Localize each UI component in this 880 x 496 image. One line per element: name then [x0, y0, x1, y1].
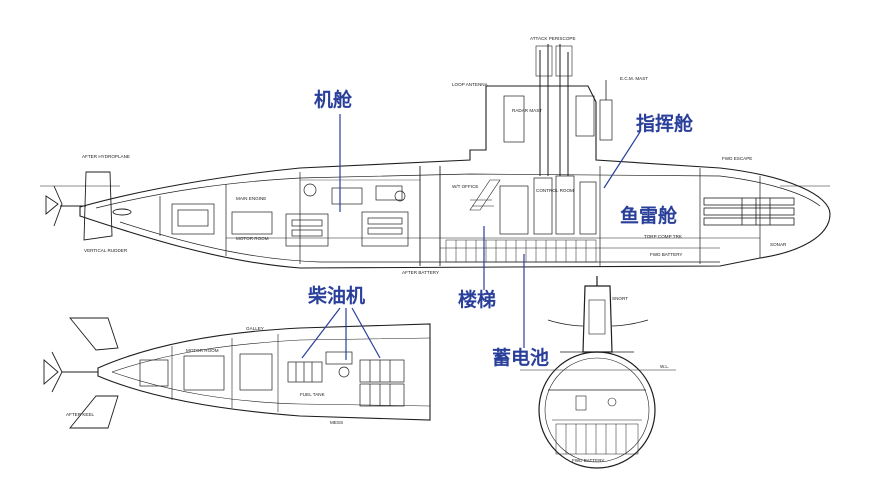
side-view-small-text: LOOP ANTENNA ATTACK PERISCOPE RADAR MAST… — [82, 36, 787, 275]
diesel-engines-plan — [287, 351, 405, 407]
aft-hydroplane-text: AFTER HYDROPLANE — [82, 154, 130, 159]
section-sail — [582, 285, 613, 353]
section-pressure-hull — [538, 351, 656, 469]
section-snort-text: SNORT — [612, 296, 628, 301]
label-battery: 蓄电池 — [492, 346, 549, 369]
control-room-side — [469, 44, 613, 235]
cross-section — [520, 276, 676, 469]
control-room-text: CONTROL ROOM — [536, 188, 574, 193]
plan-view-small-text: AFTER KEEL MOTOR ROOM FUEL TANK GALLEY M… — [66, 326, 343, 425]
loop-antenna-text: LOOP ANTENNA — [452, 82, 489, 87]
keel-line — [119, 221, 720, 263]
main-engine-text: MAIN ENGINE — [236, 196, 266, 201]
annotations: 机舱 指挥舱 鱼雷舱 柴油机 楼梯 蓄电池 — [301, 88, 694, 369]
radar-mast-text: RADAR MAST — [512, 108, 542, 113]
label-command-room: 指挥舱 — [636, 112, 694, 135]
after-battery-text: AFTER BATTERY — [402, 270, 439, 275]
wt-office-text: W/T OFFICE — [452, 184, 478, 189]
vertical-rudder-text: VERTICAL RUDDER — [84, 248, 128, 253]
section-wl-text: W.L. — [660, 364, 669, 369]
ecm-mast-text: E.C.M. MAST — [620, 76, 648, 81]
deck-line — [95, 173, 821, 209]
hull-outline — [79, 85, 831, 269]
fwd-escape-text: FWD ESCAPE — [722, 156, 752, 161]
motor-room-side — [171, 203, 273, 235]
plan-hull-outline — [97, 323, 431, 421]
plan-view — [43, 317, 431, 429]
motor-room-text: MOTOR ROOM — [236, 236, 269, 241]
label-ladder: 楼梯 — [458, 288, 496, 311]
label-engine-room: 机舱 — [314, 88, 353, 111]
plan-mess-text: MESS — [330, 420, 343, 425]
stern-assembly — [45, 171, 132, 241]
diesel-engines-side — [285, 183, 409, 247]
attack-periscope-text: ATTACK PERISCOPE — [530, 36, 576, 41]
label-torpedo-room: 鱼雷舱 — [620, 204, 678, 227]
section-battery — [555, 423, 639, 455]
torp-comp-text: TORP COMP TRK — [644, 234, 683, 239]
side-elevation — [40, 44, 831, 269]
fwd-battery-text: FWD BATTERY — [650, 252, 683, 257]
sonar-text: SONAR — [770, 242, 787, 247]
battery-cells — [445, 239, 597, 263]
plan-galley-text: GALLEY — [246, 326, 264, 331]
section-fwd-battery-text: FWD BATTERY — [572, 458, 605, 463]
plan-fuel-tank-text: FUEL TANK — [300, 392, 326, 397]
torpedo-tubes-side — [703, 197, 795, 226]
label-diesel-engine: 柴油机 — [307, 284, 365, 307]
plan-motor-room-text: MOTOR ROOM — [186, 348, 219, 353]
section-small-text: SNORT W.L. FWD BATTERY — [572, 296, 669, 463]
aft-keel-text: AFTER KEEL — [66, 412, 95, 417]
